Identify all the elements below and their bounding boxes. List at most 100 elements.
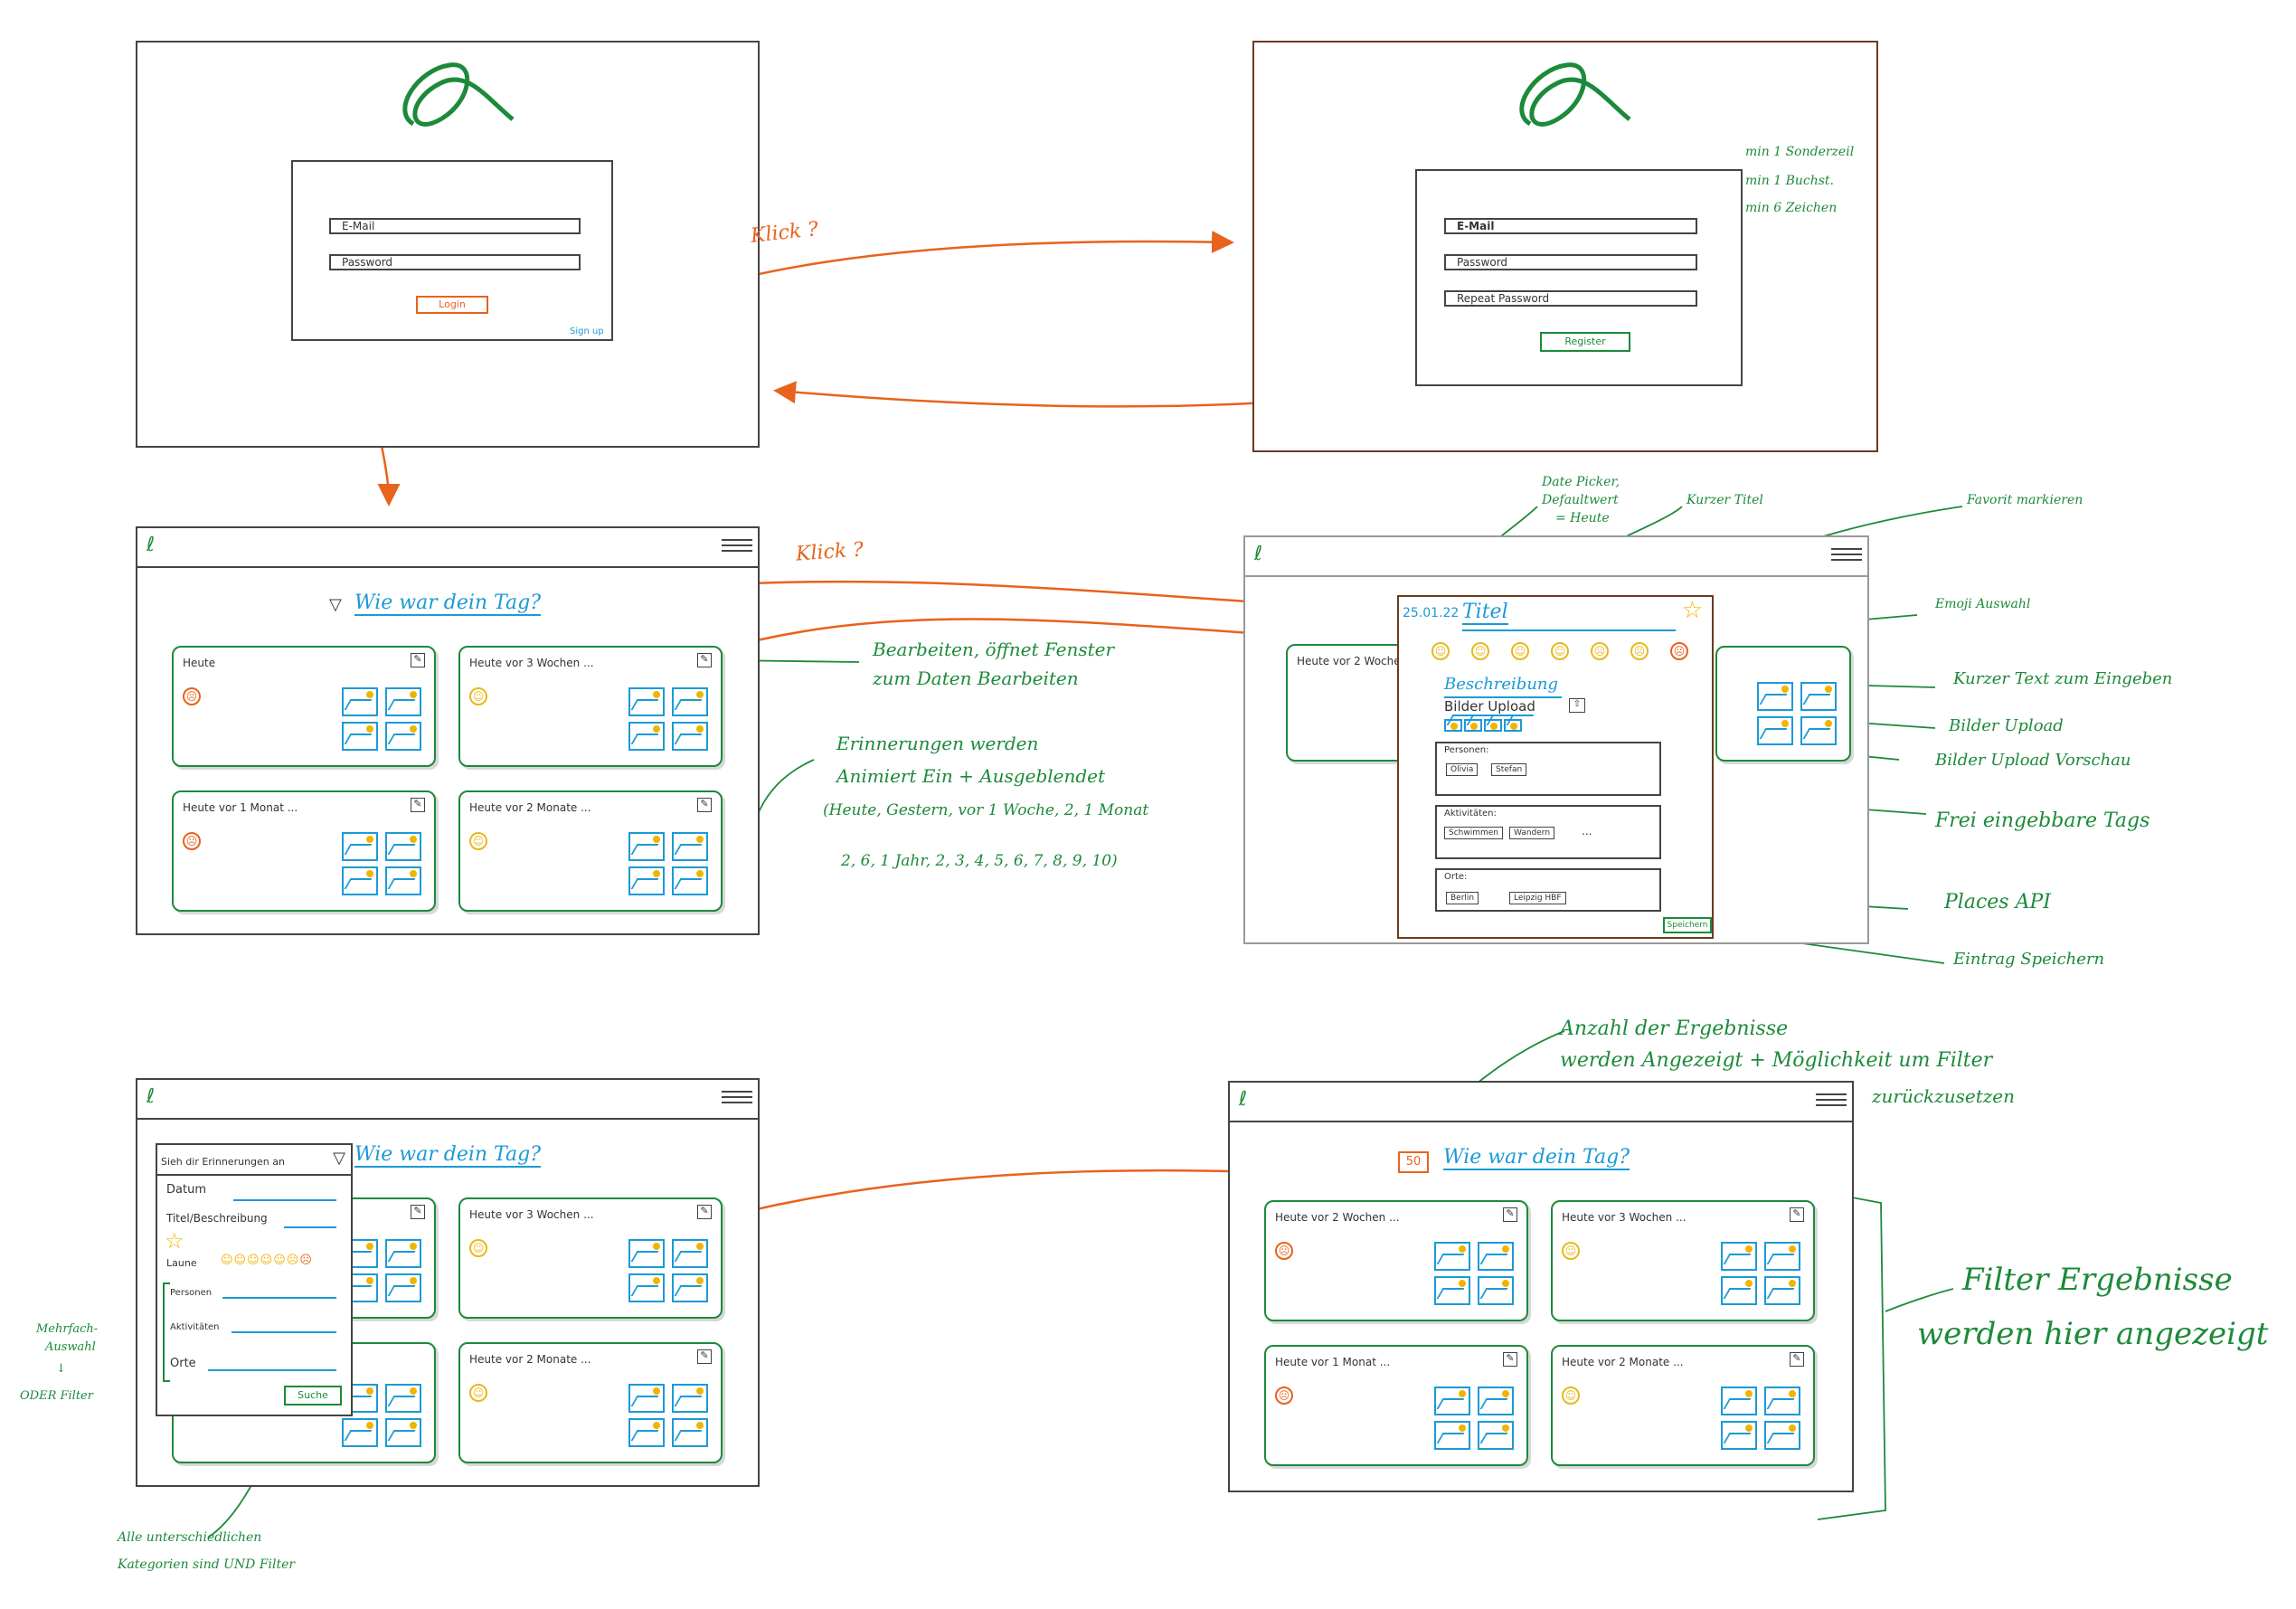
- note-multi-3: ↓: [56, 1362, 66, 1376]
- editor-bg-menu-icon[interactable]: [1831, 544, 1862, 568]
- tag-chip[interactable]: Stefan: [1491, 763, 1527, 776]
- edit-icon[interactable]: ✎: [411, 798, 425, 812]
- password-field[interactable]: Password: [329, 254, 581, 270]
- activities-tag-box[interactable]: Aktivitäten: Schwimmen Wandern ...: [1435, 805, 1661, 859]
- filter-date-input[interactable]: [233, 1199, 336, 1201]
- tag-chip[interactable]: Wandern: [1509, 827, 1555, 839]
- edit-icon[interactable]: ✎: [697, 1349, 712, 1364]
- memory-card[interactable]: Heute ✎ ☹: [172, 646, 436, 767]
- edit-icon[interactable]: ✎: [1790, 1352, 1804, 1367]
- filter-toggle-icon[interactable]: ▽: [329, 595, 342, 614]
- more-tags: ...: [1582, 825, 1592, 838]
- places-tag-box[interactable]: Orte: Berlin Leipzig HBF: [1435, 868, 1661, 912]
- photo-grid: [342, 832, 423, 897]
- mood-ok-icon: ☺: [469, 687, 487, 705]
- note-upload: Bilder Upload: [1949, 716, 2064, 735]
- edit-icon[interactable]: ✎: [697, 798, 712, 812]
- tag-chip[interactable]: Schwimmen: [1444, 827, 1504, 839]
- filter-screen: ℓ Wie war dein Tag? ✎ Heute vor 3 Wochen…: [136, 1078, 760, 1487]
- memory-card[interactable]: Heute vor 3 Wochen ... ✎ ☺: [458, 646, 723, 767]
- memory-card[interactable]: Heute vor 3 Wochen ... ✎ ☺: [458, 1197, 723, 1319]
- filter-persons-input[interactable]: [222, 1297, 336, 1299]
- card-title: Heute vor 3 Wochen ...: [469, 1208, 594, 1221]
- photo-grid: [1434, 1387, 1516, 1452]
- photo-grid: [628, 687, 710, 752]
- filter-favorite-star-icon[interactable]: ☆: [165, 1228, 184, 1254]
- note-edit-2: zum Daten Bearbeiten: [873, 667, 1079, 689]
- results-screen: ℓ 50 Wie war dein Tag? Heute vor 2 Woche…: [1228, 1081, 1854, 1492]
- note-results-1: Filter Ergebnisse: [1962, 1262, 2233, 1298]
- tag-chip[interactable]: Berlin: [1446, 892, 1479, 904]
- register-password-field[interactable]: Password: [1444, 254, 1697, 270]
- hamburger-menu-icon[interactable]: [722, 535, 752, 559]
- memory-card[interactable]: Heute vor 2 Wochen ... ✎ ☹: [1264, 1200, 1528, 1321]
- persons-label: Personen:: [1444, 745, 1489, 755]
- memory-card[interactable]: Heute vor 2 Monate ... ✎ ☺: [458, 790, 723, 912]
- memory-card[interactable]: Heute vor 2 Monate ... ✎ ☺: [1551, 1345, 1815, 1466]
- emoji-neutral-icon[interactable]: ☺: [1511, 642, 1529, 660]
- emoji-happy-icon[interactable]: ☺: [1471, 642, 1489, 660]
- register-screen: E-Mail Password Repeat Password Register: [1252, 41, 1878, 452]
- photo-grid: [628, 832, 710, 897]
- edit-icon[interactable]: ✎: [1503, 1207, 1517, 1222]
- photo-grid: [1721, 1387, 1802, 1452]
- description-input[interactable]: Beschreibung: [1444, 675, 1559, 694]
- register-email-field[interactable]: E-Mail: [1444, 218, 1697, 234]
- feed-screen: ℓ ▽ Wie war dein Tag? Heute ✎ ☹ Heute vo…: [136, 526, 760, 935]
- panel-divider: [157, 1174, 351, 1176]
- filter-activities-input[interactable]: [231, 1331, 336, 1333]
- emoji-very-happy-icon[interactable]: ☺: [1431, 642, 1450, 660]
- repeat-password-field[interactable]: Repeat Password: [1444, 290, 1697, 307]
- emoji-sad-icon[interactable]: ☹: [1630, 642, 1649, 660]
- note-multi-4: ODER Filter: [20, 1389, 93, 1403]
- photo-grid: [628, 1239, 710, 1304]
- edit-icon[interactable]: ✎: [1503, 1352, 1517, 1367]
- emoji-angry-icon[interactable]: ☹: [1670, 642, 1688, 660]
- app-logo: [402, 62, 515, 127]
- emoji-meh-icon[interactable]: ☺: [1551, 642, 1569, 660]
- filter-mood-label: Laune: [166, 1257, 197, 1269]
- edit-icon[interactable]: ✎: [1790, 1207, 1804, 1222]
- favorite-star-icon[interactable]: ☆: [1681, 597, 1703, 624]
- edit-icon[interactable]: ✎: [697, 653, 712, 667]
- memory-card[interactable]: Heute vor 1 Monat ... ✎ ☹: [1264, 1345, 1528, 1466]
- feed-heading[interactable]: Wie war dein Tag?: [354, 592, 541, 616]
- card-title: Heute vor 2 Wochen ...: [1275, 1211, 1400, 1224]
- email-field[interactable]: E-Mail: [329, 218, 581, 234]
- edit-icon[interactable]: ✎: [697, 1205, 712, 1219]
- edit-icon[interactable]: ✎: [411, 653, 425, 667]
- save-button[interactable]: Speichern: [1663, 917, 1712, 933]
- emoji-unhappy-icon[interactable]: ☹: [1591, 642, 1609, 660]
- topbar-divider: [137, 566, 758, 568]
- title-underline: [1462, 629, 1676, 631]
- results-menu-icon[interactable]: [1816, 1090, 1847, 1113]
- search-button[interactable]: Suche: [284, 1386, 342, 1406]
- filter-places-input[interactable]: [208, 1369, 336, 1371]
- register-button[interactable]: Register: [1540, 332, 1630, 352]
- photo-grid: [1721, 1242, 1802, 1307]
- date-picker[interactable]: 25.01.22: [1403, 606, 1460, 620]
- card-title: Heute vor 2 Monate ...: [469, 801, 591, 814]
- memory-card[interactable]: Heute vor 1 Monat ... ✎ ☹: [172, 790, 436, 912]
- memory-card[interactable]: Heute vor 2 Monate ... ✎ ☺: [458, 1342, 723, 1463]
- title-input[interactable]: Titel: [1462, 601, 1508, 625]
- filter-title-input[interactable]: [284, 1226, 336, 1228]
- filter-collapse-icon[interactable]: ▽: [333, 1149, 345, 1168]
- result-count-badge[interactable]: 50: [1398, 1151, 1429, 1173]
- tag-chip[interactable]: Olivia: [1446, 763, 1479, 776]
- note-and-1: Alle unterschiedlichen: [118, 1530, 262, 1545]
- filter-mood-emojis[interactable]: ☺☺☺☺☺☹☹: [221, 1254, 313, 1267]
- results-heading[interactable]: Wie war dein Tag?: [1443, 1146, 1630, 1170]
- login-button[interactable]: Login: [416, 296, 488, 314]
- edit-icon[interactable]: ✎: [411, 1205, 425, 1219]
- filter-menu-icon[interactable]: [722, 1087, 752, 1111]
- login-screen: E-Mail Password Login Sign up: [136, 41, 760, 448]
- signup-link[interactable]: Sign up: [570, 327, 604, 336]
- note-places-api: Places API: [1944, 891, 2051, 913]
- note-free-tags: Frei eingebbare Tags: [1935, 809, 2150, 832]
- tag-chip[interactable]: Leipzig HBF: [1509, 892, 1566, 904]
- memory-card[interactable]: Heute vor 3 Wochen ... ✎ ☺: [1551, 1200, 1815, 1321]
- upload-button-icon[interactable]: ⇧: [1569, 698, 1585, 713]
- persons-tag-box[interactable]: Personen: Olivia Stefan: [1435, 742, 1661, 796]
- filter-heading[interactable]: Wie war dein Tag?: [354, 1143, 541, 1168]
